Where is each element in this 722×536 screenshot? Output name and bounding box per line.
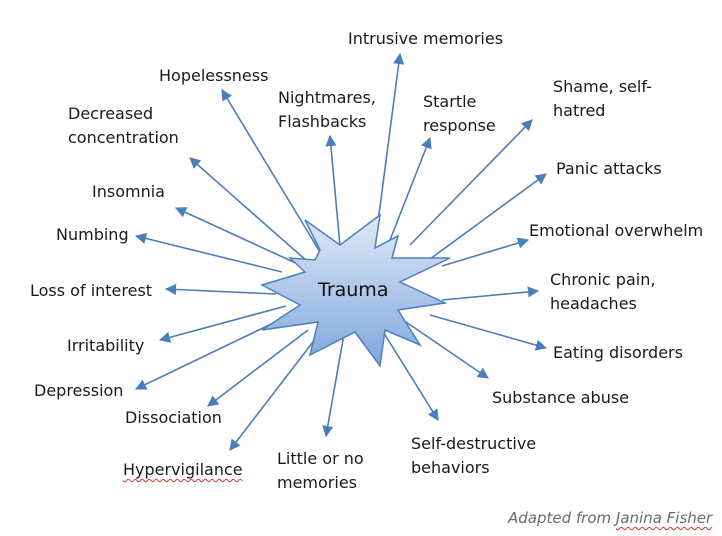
arrow-selfdestructive — [381, 329, 439, 421]
arrow-substance — [405, 321, 489, 379]
trauma-starburst — [260, 213, 451, 368]
label-little-or-no-memories: Little or no memories — [277, 449, 364, 492]
label-hopelessness: Hopelessness — [159, 66, 269, 85]
label-eating-disorders: Eating disorders — [553, 343, 683, 362]
label-insomnia: Insomnia — [92, 182, 165, 201]
label-decreased-concentration: Decreased concentration — [68, 104, 179, 147]
arrow-panic — [425, 173, 547, 263]
arrow-nightmares — [325, 134, 341, 247]
credit-prefix: Adapted from — [508, 509, 616, 527]
arrow-numbing — [134, 232, 283, 273]
label-panic-attacks: Panic attacks — [556, 159, 662, 178]
label-emotional-overwhelm: Emotional overwhelm — [529, 221, 704, 240]
arrow-emotional — [441, 237, 530, 267]
arrow-intrusive — [377, 52, 405, 223]
label-startle-response: Startle response — [423, 92, 496, 135]
label-nightmares-flashbacks: Nightmares, Flashbacks — [278, 88, 376, 131]
label-numbing: Numbing — [56, 225, 129, 244]
arrow-insomnia — [174, 207, 301, 266]
arrow-eating — [429, 314, 548, 351]
center-label: Trauma — [318, 279, 389, 301]
arrow-loss — [164, 283, 277, 296]
label-intrusive-memories: Intrusive memories — [348, 29, 504, 48]
label-hypervigilance: Hypervigilance — [123, 460, 243, 479]
label-self-destructive-behaviors: Self-destructive behaviors — [411, 434, 537, 477]
arrows — [134, 52, 548, 451]
arrow-hypervigilance — [229, 337, 317, 451]
arrow-dissociation — [207, 329, 309, 407]
label-depression: Depression — [34, 381, 124, 400]
arrow-chronic — [441, 286, 540, 301]
arrow-hopelessness — [221, 89, 321, 253]
label-chronic-pain-headaches: Chronic pain, headaches — [550, 270, 656, 313]
arrow-irritability — [158, 305, 287, 343]
label-shame-self-hatred: Shame, self- hatred — [553, 77, 652, 120]
credit-author: Janina Fisher — [615, 509, 713, 527]
arrow-startle — [389, 136, 432, 241]
arrow-decreased — [189, 157, 309, 263]
arrow-depression — [134, 314, 291, 390]
label-irritability: Irritability — [67, 336, 145, 355]
arrow-shame — [409, 119, 533, 246]
arrow-little — [322, 333, 345, 438]
label-loss-of-interest: Loss of interest — [30, 281, 153, 300]
label-dissociation: Dissociation — [125, 408, 222, 427]
credit-text: Adapted from Janina Fisher — [508, 509, 712, 527]
label-substance-abuse: Substance abuse — [492, 388, 630, 407]
